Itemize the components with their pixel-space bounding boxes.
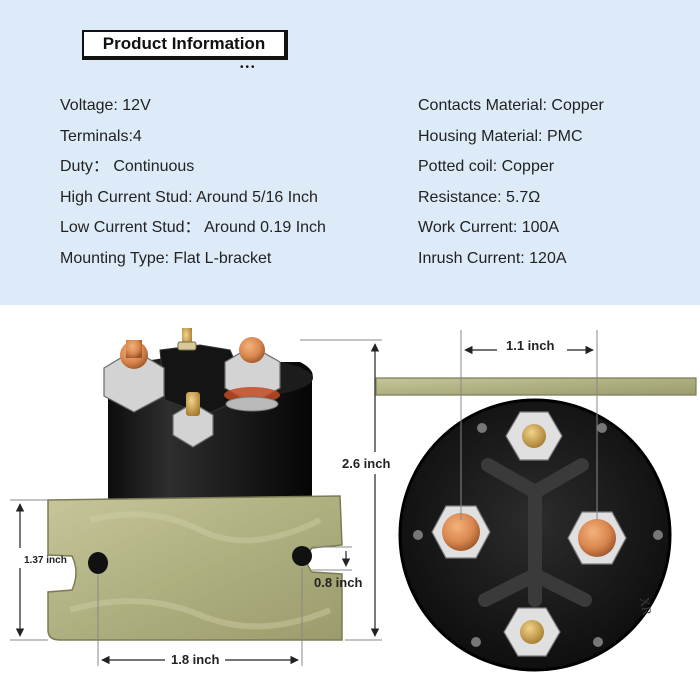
spec-list-right: Contacts Material: Copper Housing Materi…	[418, 95, 604, 278]
product-mark: XR	[637, 596, 655, 617]
copper-stud-right	[224, 337, 281, 412]
copper-stud-left	[103, 340, 165, 413]
dimension-bracket-width: 1.8 inch	[97, 568, 303, 667]
spec-high-current-stud: High Current Stud: Around 5/16 Inch	[60, 188, 318, 206]
brass-stud-top-view-upper	[505, 411, 563, 461]
solenoid-top-view: XR	[375, 377, 697, 672]
dimension-bracket-width-label: 1.8 inch	[171, 652, 219, 667]
product-info-title: Product Information	[82, 30, 288, 60]
dimension-bracket-height-label: 1.37 inch	[24, 555, 67, 566]
face-divider	[478, 458, 592, 607]
spec-low-current-stud: Low Current Stud： Around 0.19 Inch	[60, 219, 326, 236]
brass-stud-top	[177, 328, 197, 351]
spec-terminals: Terminals:4	[60, 127, 142, 145]
spec-resistance: Resistance: 5.7Ω	[418, 188, 541, 206]
spec-duty: Duty： Continuous	[60, 158, 195, 175]
brass-stud-top-view-lower	[503, 607, 561, 657]
spec-inrush-current: Inrush Current: 120A	[418, 249, 567, 267]
bracket-hole-left	[88, 552, 108, 574]
product-photo-area: 2.6 inch 1.37 inch 0.8 inch 1.8 inch	[10, 328, 697, 672]
spec-housing-material: Housing Material: PMC	[418, 127, 583, 145]
spec-list-left: Voltage: 12V Terminals:4 Duty： Continuou…	[60, 95, 326, 278]
dimension-hole-height-label: 0.8 inch	[314, 575, 362, 590]
bracket-hole-right	[292, 546, 312, 566]
dimension-height-label: 2.6 inch	[342, 456, 390, 471]
solenoid-side-view	[47, 328, 343, 641]
spec-mounting-type: Mounting Type: Flat L-bracket	[60, 249, 272, 267]
dimension-height: 2.6 inch	[300, 339, 390, 641]
dimension-stud-spacing: 1.1 inch	[460, 330, 598, 520]
copper-stud-top-view-left	[431, 505, 491, 559]
spec-potted-coil: Potted coil: Copper	[418, 158, 555, 175]
dimension-bracket-height: 1.37 inch	[10, 499, 67, 641]
copper-stud-top-view-right	[567, 511, 627, 565]
spec-work-current: Work Current: 100A	[418, 219, 560, 236]
dimension-stud-spacing-label: 1.1 inch	[506, 338, 554, 353]
dimension-hole-height: 0.8 inch	[312, 546, 362, 590]
title-decoration-dots: •••	[240, 62, 257, 73]
spec-voltage: Voltage: 12V	[60, 97, 151, 114]
top-bracket-edge	[375, 377, 697, 396]
product-info-panel: Product Information ••• Voltage: 12V Ter…	[0, 0, 700, 305]
brass-stud-front	[172, 392, 214, 448]
bracket-weathering	[69, 511, 332, 630]
spec-contacts-material: Contacts Material: Copper	[418, 97, 604, 114]
